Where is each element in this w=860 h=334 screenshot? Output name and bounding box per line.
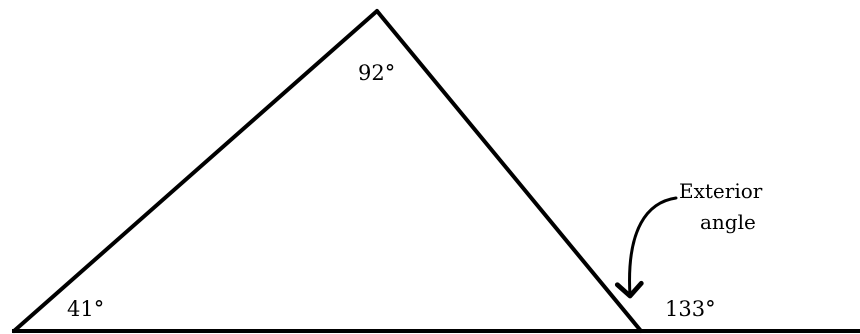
angle-label-top: 92° <box>358 61 395 85</box>
angle-label-exterior: 133° <box>665 297 716 321</box>
annotation-line-2: angle <box>700 210 756 234</box>
triangle-right-side <box>375 9 643 333</box>
annotation-arrow-icon <box>614 196 678 299</box>
angle-label-bottom-left: 41° <box>67 297 104 321</box>
triangle-left-side <box>12 9 379 333</box>
annotation-line-1: Exterior <box>679 179 763 203</box>
